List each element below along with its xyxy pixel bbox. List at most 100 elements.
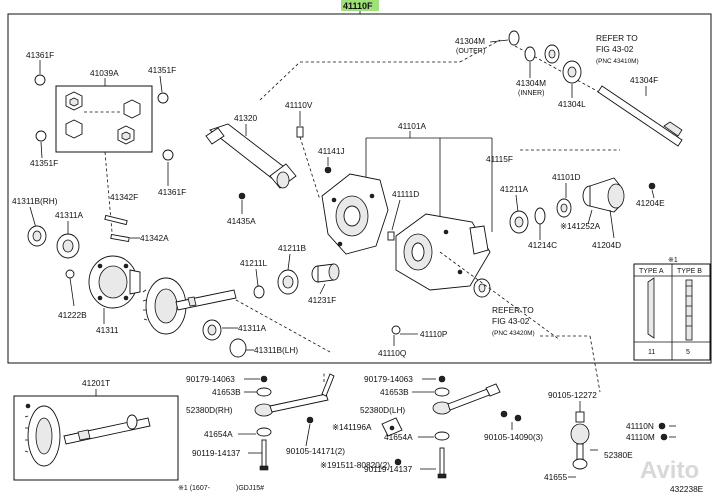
label-90119-b[interactable]: 90119-14137 (364, 464, 413, 474)
nut-icon (658, 422, 666, 430)
label-41342A[interactable]: 41342A (140, 233, 169, 243)
label-41653B-a[interactable]: 41653B (212, 387, 241, 397)
label-90179-b[interactable]: 90179-14063 (364, 374, 413, 384)
label-41111D[interactable]: 41111D (392, 189, 419, 199)
label-refer1-b[interactable]: FIG 43-02 (596, 44, 634, 54)
assembly-frame (7, 13, 712, 364)
label-41101A[interactable]: 41101A (398, 121, 426, 131)
nut-icon (660, 433, 668, 441)
ring-gear-icon (142, 277, 187, 335)
label-41141J[interactable]: 41141J (318, 146, 345, 156)
label-refer2-b[interactable]: FIG 43-02 (492, 316, 530, 326)
drain-plug-icon (391, 325, 401, 335)
label-41211B[interactable]: 41211B (278, 243, 306, 253)
type-legend-title: ※1 (668, 257, 678, 264)
label-41342F[interactable]: 41342F (110, 192, 138, 202)
type-a-spacer-icon (647, 277, 655, 339)
label-inner: (INNER) (518, 90, 544, 97)
spacer-icon (311, 263, 340, 283)
long-bolt-icon (259, 439, 269, 471)
bolt-icon (500, 410, 508, 418)
shaft-bearing-icon (562, 60, 582, 84)
label-41201T[interactable]: 41201T (82, 378, 110, 388)
label-41311A-mid[interactable]: 41311A (238, 323, 266, 333)
label-41204E[interactable]: 41204E (636, 198, 665, 208)
label-141252A[interactable]: ※141252A (560, 221, 601, 231)
label-52380D-RH[interactable]: 52380D(RH) (186, 405, 233, 415)
label-41110P[interactable]: 41110P (420, 329, 448, 339)
label-41110F[interactable]: 41110F (343, 1, 373, 11)
label-41110N[interactable]: 41110N (626, 421, 654, 431)
label-refer2-c: (PNC 43420M) (492, 330, 535, 337)
label-41214C[interactable]: 41214C (528, 240, 557, 250)
axle-shaft-icon (597, 85, 683, 147)
label-41110Q[interactable]: 41110Q (378, 348, 407, 358)
pinion-shaft-icon (63, 414, 151, 445)
type-a-value: 11 (648, 349, 655, 356)
carrier-housing-icon (321, 173, 389, 255)
label-41110M[interactable]: 41110M (626, 432, 655, 442)
label-41351F-top[interactable]: 41351F (148, 65, 176, 75)
washer-icon (157, 92, 169, 104)
label-90179-a[interactable]: 90179-14063 (186, 374, 235, 384)
label-191511[interactable]: ※191511-80820(2) (320, 460, 390, 470)
pinion-shaft-icon (175, 289, 237, 311)
bracket-icon (381, 417, 403, 437)
label-41039A[interactable]: 41039A (90, 68, 119, 78)
label-refer1-a[interactable]: REFER TO (596, 33, 638, 43)
label-41304F[interactable]: 41304F (630, 75, 658, 85)
label-41361F-b[interactable]: 41361F (158, 187, 186, 197)
label-90105-12272[interactable]: 90105-12272 (548, 390, 597, 400)
label-41231F[interactable]: 41231F (308, 295, 336, 305)
bushing-icon (256, 387, 272, 397)
label-outer: (OUTER) (456, 48, 485, 55)
washer-icon (35, 130, 47, 142)
label-41654A-b[interactable]: 41654A (384, 432, 413, 442)
nut-icon (260, 375, 268, 383)
label-41211L[interactable]: 41211L (240, 258, 267, 268)
pinion-gear-icon (65, 91, 141, 145)
label-41311[interactable]: 41311 (96, 325, 119, 335)
label-41311B-LH[interactable]: 41311B(LH) (254, 345, 298, 355)
shim-icon (253, 285, 265, 299)
label-41101D[interactable]: 41101D (552, 172, 580, 182)
label-41204D[interactable]: 41204D (592, 240, 621, 250)
label-90105-14171[interactable]: 90105-14171(2) (286, 446, 345, 456)
type-b-value: 5 (686, 349, 690, 356)
label-41653B-b[interactable]: 41653B (380, 387, 409, 397)
label-41304L[interactable]: 41304L (558, 99, 586, 109)
stabilizer-link-icon (254, 373, 335, 417)
label-52380E[interactable]: 52380E (604, 450, 633, 460)
companion-flange-icon (582, 177, 625, 213)
bearing-race-icon (229, 338, 247, 358)
label-41655[interactable]: 41655 (544, 472, 567, 482)
label-52380D-LH[interactable]: 52380D(LH) (360, 405, 405, 415)
label-90119-a[interactable]: 90119-14137 (192, 448, 241, 458)
label-41435A[interactable]: 41435A (227, 216, 256, 226)
label-41304M-outer[interactable]: 41304M (455, 36, 485, 46)
bolt-icon (514, 414, 522, 422)
label-41654A-a[interactable]: 41654A (204, 429, 233, 439)
label-41351F-left[interactable]: 41351F (30, 158, 58, 168)
label-41320[interactable]: 41320 (234, 113, 257, 123)
label-41304M-inner[interactable]: 41304M (516, 78, 546, 88)
label-refer1-c: (PNC 43410M) (596, 58, 639, 65)
type-b-header: TYPE B (677, 268, 702, 275)
label-41110V[interactable]: 41110V (285, 100, 313, 110)
breather-plug-icon (296, 126, 304, 138)
label-refer2-a[interactable]: REFER TO (492, 305, 534, 315)
label-41311B-RH[interactable]: 41311B(RH) (12, 196, 58, 206)
label-90105-14090[interactable]: 90105-14090(3) (484, 432, 543, 442)
ring-gear-icon (24, 405, 61, 467)
label-41361F[interactable]: 41361F (26, 50, 54, 60)
bushing-icon (434, 431, 450, 441)
label-141196A[interactable]: ※141196A (332, 422, 372, 432)
label-41311A-left[interactable]: 41311A (55, 210, 83, 220)
label-41211A[interactable]: 41211A (500, 184, 528, 194)
bushing-icon (434, 387, 450, 397)
nut-icon (438, 375, 446, 383)
differential-case-icon (88, 255, 141, 309)
label-41115F[interactable]: 41115F (486, 154, 513, 164)
type-b-spacer-icon (685, 279, 693, 341)
label-41222B[interactable]: 41222B (58, 310, 87, 320)
